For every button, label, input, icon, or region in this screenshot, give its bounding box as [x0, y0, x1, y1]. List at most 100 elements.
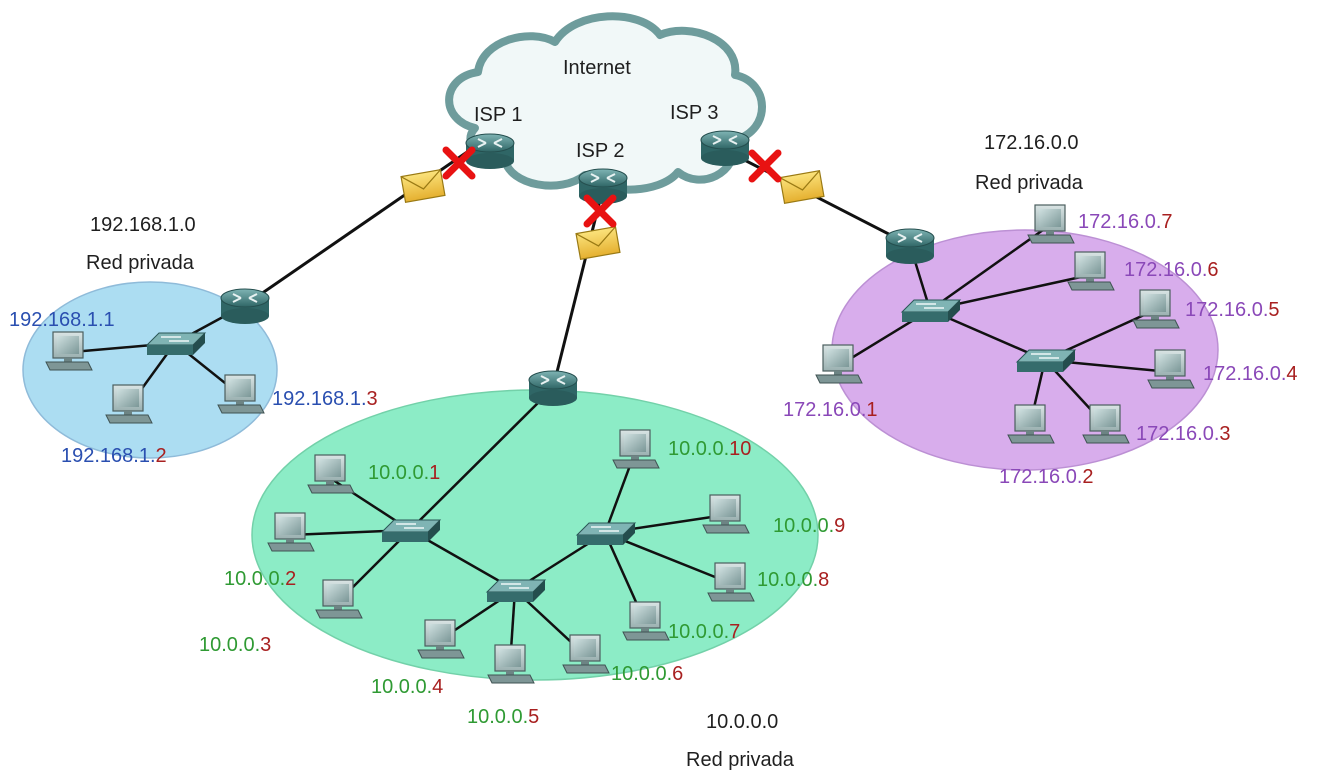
host-ip-10-0-0-4: 10.0.0.4: [371, 675, 443, 699]
pc-172-16-0-6: [1067, 251, 1115, 291]
pc-192-168-1-2: [105, 384, 153, 424]
pc-172-16-0-7: [1027, 204, 1075, 244]
pc-10-0-0-2: [267, 512, 315, 552]
host-ip-10-0-0-2: 10.0.0.2: [224, 567, 296, 591]
host-ip-172-16-0-6: 172.16.0.6: [1124, 258, 1219, 282]
wan-link-isp2: [551, 187, 605, 389]
host-ip-192-168-1-3: 192.168.1.3: [272, 387, 378, 411]
envelope-icon: [575, 226, 621, 260]
ip-host-part: 7: [1161, 211, 1173, 233]
internet-cloud: [445, 12, 766, 194]
host-ip-10-0-0-8: 10.0.0.8: [757, 568, 829, 592]
network-type-172: Red privada: [975, 172, 1083, 194]
ip-prefix: 172.16.0.: [1185, 299, 1269, 321]
ip-prefix: 192.168.1.: [272, 388, 367, 410]
pc-172-16-0-1: [815, 344, 863, 384]
envelope-icon: [400, 169, 446, 203]
ip-host-part: 4: [1286, 363, 1298, 385]
ip-host-part: 3: [366, 388, 378, 410]
pc-10-0-0-4: [417, 619, 465, 659]
ip-host-part: 10: [729, 438, 752, 460]
ip-prefix: 10.0.0.: [668, 438, 730, 460]
ip-prefix: 10.0.0.: [199, 634, 261, 656]
ip-prefix: 10.0.0.: [668, 621, 730, 643]
pc-10-0-0-5: [487, 644, 535, 684]
router-isp3: [700, 130, 750, 166]
isp2-label: ISP 2: [576, 140, 625, 162]
ip-host-part: 2: [285, 568, 297, 590]
ip-prefix: 192.168.1.: [9, 309, 104, 331]
switch-172-b: [1015, 349, 1077, 372]
switch-10-a: [380, 519, 442, 542]
ip-prefix: 10.0.0.: [611, 663, 673, 685]
ip-host-part: 5: [528, 706, 540, 728]
ip-prefix: 10.0.0.: [224, 568, 286, 590]
network-address-192: 192.168.1.0: [90, 214, 196, 236]
ip-host-part: 5: [1268, 299, 1280, 321]
pc-10-0-0-1: [307, 454, 355, 494]
pc-10-0-0-10: [612, 429, 660, 469]
envelope-icon: [779, 170, 825, 204]
ip-host-part: 3: [260, 634, 272, 656]
router-172: [885, 228, 935, 264]
host-ip-10-0-0-10: 10.0.0.10: [668, 437, 751, 461]
ip-host-part: 1: [103, 309, 115, 331]
ip-prefix: 172.16.0.: [1203, 363, 1287, 385]
ip-host-part: 2: [1082, 466, 1094, 488]
host-ip-192-168-1-2: 192.168.1.2: [61, 444, 167, 468]
pc-192-168-1-3: [217, 374, 265, 414]
ip-host-part: 9: [834, 515, 846, 537]
ip-prefix: 172.16.0.: [783, 399, 867, 421]
ip-prefix: 192.168.1.: [61, 445, 156, 467]
ip-prefix: 172.16.0.: [1078, 211, 1162, 233]
network-address-172: 172.16.0.0: [984, 132, 1079, 154]
router-10: [528, 370, 578, 406]
isp3-label: ISP 3: [670, 102, 719, 124]
switch-192: [145, 332, 207, 355]
host-ip-192-168-1-1: 192.168.1.1: [9, 308, 115, 332]
pc-172-16-0-5: [1132, 289, 1180, 329]
ip-host-part: 1: [866, 399, 878, 421]
switch-10-b: [485, 579, 547, 602]
pc-10-0-0-8: [707, 562, 755, 602]
pc-172-16-0-3: [1082, 404, 1130, 444]
ip-prefix: 10.0.0.: [368, 462, 430, 484]
pc-10-0-0-6: [562, 634, 610, 674]
host-ip-172-16-0-2: 172.16.0.2: [999, 465, 1094, 489]
ip-host-part: 8: [818, 569, 830, 591]
isp1-label: ISP 1: [474, 104, 523, 126]
ip-host-part: 6: [672, 663, 684, 685]
pc-10-0-0-9: [702, 494, 750, 534]
blocked-x-icon: [583, 194, 617, 228]
host-ip-10-0-0-1: 10.0.0.1: [368, 461, 440, 485]
router-192: [220, 288, 270, 324]
ip-host-part: 4: [432, 676, 444, 698]
ip-prefix: 172.16.0.: [1124, 259, 1208, 281]
host-ip-172-16-0-7: 172.16.0.7: [1078, 210, 1173, 234]
pc-10-0-0-7: [622, 601, 670, 641]
network-type-10: Red privada: [686, 749, 794, 771]
pc-172-16-0-4: [1147, 349, 1195, 389]
ip-prefix: 10.0.0.: [773, 515, 835, 537]
network-area-192-168-1-0: [22, 281, 278, 459]
pc-172-16-0-2: [1007, 404, 1055, 444]
switch-10-c: [575, 522, 637, 545]
internet-label: Internet: [563, 57, 631, 79]
ip-prefix: 10.0.0.: [371, 676, 433, 698]
host-ip-10-0-0-5: 10.0.0.5: [467, 705, 539, 729]
host-ip-172-16-0-1: 172.16.0.1: [783, 398, 878, 422]
network-type-192: Red privada: [86, 252, 194, 274]
ip-prefix: 10.0.0.: [757, 569, 819, 591]
pc-10-0-0-3: [315, 579, 363, 619]
ip-prefix: 10.0.0.: [467, 706, 529, 728]
router-isp1: [465, 133, 515, 169]
ip-host-part: 1: [429, 462, 441, 484]
host-ip-10-0-0-9: 10.0.0.9: [773, 514, 845, 538]
switch-172-a: [900, 299, 962, 322]
network-address-10: 10.0.0.0: [706, 711, 779, 733]
ip-host-part: 7: [729, 621, 741, 643]
blocked-x-icon: [748, 149, 782, 183]
ip-prefix: 172.16.0.: [999, 466, 1083, 488]
ip-host-part: 3: [1219, 423, 1231, 445]
